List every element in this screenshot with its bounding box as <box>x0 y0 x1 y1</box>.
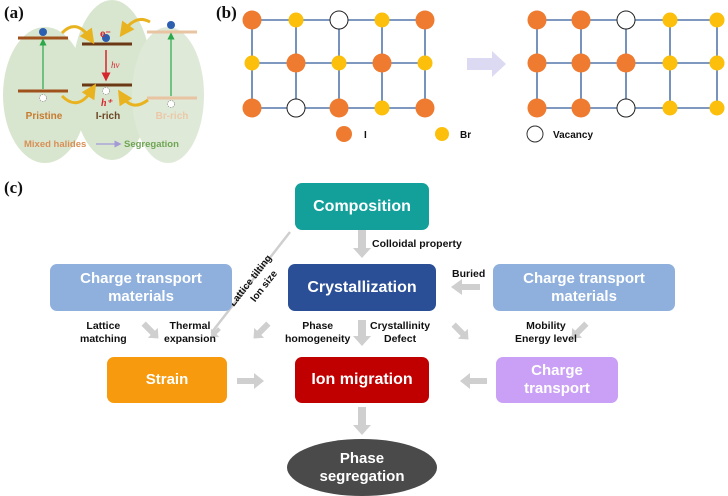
transfer-arrow-h-left <box>60 83 97 105</box>
hole-label: h⁺ <box>101 98 114 109</box>
lattice-mixed-iodide-ion <box>242 98 262 118</box>
electron-label: e⁻ <box>100 29 111 40</box>
panel-c-label: (c) <box>4 178 23 197</box>
panel-b: (b) I Br Vacancy <box>216 3 725 143</box>
lattice-segregated-iodide-ion <box>571 10 591 30</box>
footer-segregation: Segregation <box>124 139 179 150</box>
lattice-mixed-iodide-ion <box>242 10 262 30</box>
hole-irich <box>102 87 110 95</box>
lattice-segregated <box>527 10 725 118</box>
lattice-segregated-iodide-ion <box>571 98 591 118</box>
lattice-mixed-bromide-ion <box>331 55 347 71</box>
arrow-ctm-left-strain-a <box>141 321 159 339</box>
lattice-mixed-bromide-ion <box>244 55 260 71</box>
edge-label-thermal-expansion: Thermal expansion <box>164 320 216 346</box>
panel-b-label: (b) <box>216 3 237 22</box>
arrow-ion-migration-phase-segregation <box>353 407 371 435</box>
lattice-mixed-bromide-ion <box>288 12 304 28</box>
legend: I Br Vacancy <box>336 125 593 143</box>
state-label-brrich: Br-rich <box>156 111 189 122</box>
lattice-mixed-iodide-ion <box>415 98 435 118</box>
arrow-charge-transport-ion-migration <box>460 373 487 389</box>
lattice-segregated-iodide-ion <box>527 10 547 30</box>
lattice-segregated-bromide-ion <box>662 12 678 28</box>
edge-label-lattice-matching: Lattice matching <box>80 320 127 346</box>
node-charge-transport[interactable]: Charge transport <box>496 357 618 403</box>
edge-label-phase-homogeneity: Phase homogeneity <box>285 320 351 346</box>
node-crystallization[interactable]: Crystallization <box>288 264 436 311</box>
lattice-mixed-bromide-ion <box>374 12 390 28</box>
arrow-crystallization-ion-migration <box>353 320 371 346</box>
node-strain[interactable]: Strain <box>107 357 227 403</box>
lattice-mixed-iodide-ion <box>415 10 435 30</box>
lattice-mixed-bromide-ion <box>374 100 390 116</box>
lattice-segregated-bromide-ion <box>709 55 725 71</box>
lattice-segregated-iodide-ion <box>527 53 547 73</box>
lattice-mixed <box>242 10 435 118</box>
footer-mixed-halides: Mixed halides <box>24 139 86 150</box>
brrich-bubble <box>132 27 204 163</box>
edge-label-mobility-energy: Mobility Energy level <box>515 320 577 346</box>
lattice-mixed-iodide-ion <box>286 53 306 73</box>
hole-pristine <box>39 94 47 102</box>
lattice-segregated-bromide-ion <box>709 12 725 28</box>
edge-label-lattice-tilting-group: Lattice tilting Ion size <box>227 253 280 309</box>
lattice-segregated-bromide-ion <box>709 100 725 116</box>
legend-label-vacancy: Vacancy <box>553 130 593 141</box>
lattice-segregated-bromide-ion <box>662 55 678 71</box>
electron-pristine <box>39 28 47 36</box>
legend-swatch-br <box>435 127 449 141</box>
transformation-arrow <box>467 51 506 77</box>
transfer-arrow-e-left <box>60 25 95 45</box>
transfer-arrow-e-right <box>119 18 151 38</box>
lattice-mixed-iodide-ion <box>372 53 392 73</box>
state-label-pristine: Pristine <box>26 111 63 122</box>
panel-a: (a) e⁻ hν h⁺ Pristine I-rich Br-rich Mix… <box>3 0 204 163</box>
arrow-ctm-right-charge-transport <box>571 321 589 339</box>
lattice-segregated-iodide-ion <box>527 98 547 118</box>
arrow-crystallization-strain <box>253 321 271 339</box>
lattice-segregated-iodide-ion <box>571 53 591 73</box>
state-label-irich: I-rich <box>96 111 120 122</box>
legend-label-br: Br <box>460 130 471 141</box>
line-composition-strain <box>211 231 291 333</box>
panel-a-label: (a) <box>4 3 24 22</box>
node-ion-migration[interactable]: Ion migration <box>295 357 429 403</box>
lattice-segregated-iodide-ion <box>616 53 636 73</box>
lattice-segregated-bromide-ion <box>662 100 678 116</box>
edge-label-colloidal: Colloidal property <box>372 238 462 250</box>
edge-label-crystallinity-defect: Crystallinity Defect <box>370 320 431 346</box>
node-ctm-left[interactable]: Charge transport materials <box>50 264 232 311</box>
arrow-composition-crystallization <box>353 230 371 258</box>
node-phase-segregation[interactable]: Phase segregation <box>287 439 437 496</box>
electron-irich <box>102 34 110 42</box>
lattice-segregated-vacancy <box>616 10 636 30</box>
lattice-mixed-iodide-ion <box>329 98 349 118</box>
arrow-composition-strain-tip <box>210 327 221 338</box>
electron-brrich <box>167 21 175 29</box>
arrow-strain-ion-migration <box>237 373 264 389</box>
hole-brrich <box>167 100 175 108</box>
legend-swatch-vacancy <box>526 125 544 143</box>
legend-label-i: I <box>364 130 367 141</box>
transfer-arrow-h-right <box>118 89 149 107</box>
node-ctm-right[interactable]: Charge transport materials <box>493 264 675 311</box>
edge-label-buried: Buried <box>452 268 486 280</box>
arrow-crystallization-charge-transport <box>451 322 469 340</box>
lattice-mixed-vacancy <box>329 10 349 30</box>
lattice-segregated-vacancy <box>616 98 636 118</box>
legend-swatch-i <box>336 126 352 142</box>
arrow-ctm-right-crystallization <box>451 279 480 295</box>
lattice-mixed-bromide-ion <box>417 55 433 71</box>
node-composition[interactable]: Composition <box>295 183 429 230</box>
photon-label: hν <box>111 60 120 70</box>
lattice-mixed-vacancy <box>286 98 306 118</box>
